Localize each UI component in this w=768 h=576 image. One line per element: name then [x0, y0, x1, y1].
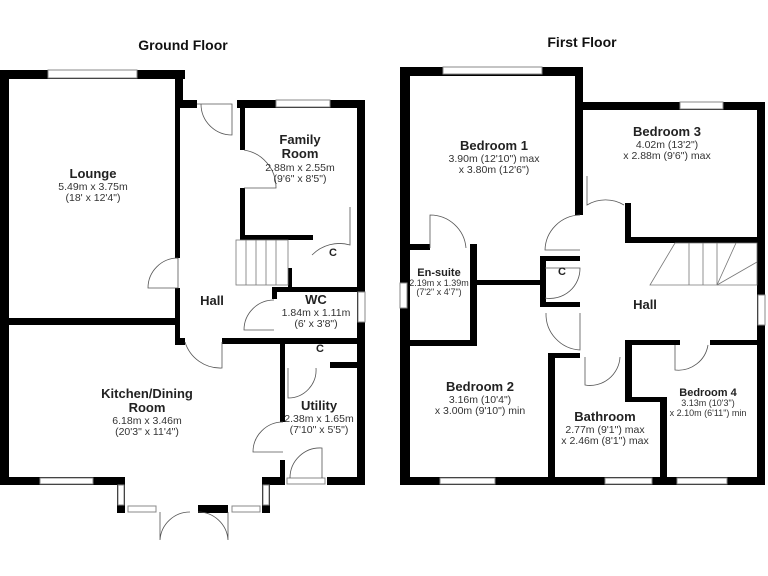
room-dimensions-imperial: (9'6" x 8'5") — [274, 173, 327, 185]
room-dimensions: 2.19m x 1.39m — [409, 278, 469, 288]
room-name: Bathroom — [574, 409, 635, 424]
room-name: Family — [279, 132, 321, 147]
ground-floor-windows — [39, 69, 366, 513]
room-wc: WC 1.84m x 1.11m (6' x 3'8") — [282, 292, 351, 330]
room-hall: Hall — [200, 293, 224, 308]
room-name-line2: Room — [282, 146, 319, 161]
ground-floor-title: Ground Floor — [138, 37, 228, 53]
room-dimensions: 3.13m (10'3") — [681, 398, 734, 408]
room-dimensions-imperial: x 3.80m (12'6") — [459, 164, 530, 176]
room-utility: Utility 2.38m x 1.65m (7'10" x 5'5") — [284, 398, 354, 436]
room-kitchen-dining: Kitchen/Dining Room 6.18m x 3.46m (20'3"… — [101, 386, 193, 438]
room-dimensions: 3.90m (12'10") max — [449, 153, 541, 165]
ground-floor-stairs — [235, 239, 289, 286]
room-dimensions-imperial: (18' x 12'4") — [65, 192, 120, 204]
room-dimensions-imperial: x 2.88m (9'6") max — [623, 150, 711, 162]
room-dimensions-imperial: (7'2" x 4'7") — [416, 287, 461, 297]
room-dimensions: 2.77m (9'1") max — [565, 424, 645, 436]
room-name: Kitchen/Dining — [101, 386, 193, 401]
room-dimensions-imperial: x 2.10m (6'11") min — [670, 408, 747, 418]
room-name: Utility — [301, 398, 338, 413]
room-bedroom-4: Bedroom 4 3.13m (10'3") x 2.10m (6'11") … — [670, 387, 747, 418]
room-dimensions: 2.38m x 1.65m — [284, 413, 354, 425]
room-name: Bedroom 2 — [446, 379, 514, 394]
cupboard-label: C — [329, 247, 337, 259]
ground-floor-doors — [147, 103, 351, 541]
room-name: Bedroom 4 — [679, 387, 737, 399]
room-dimensions-imperial: x 2.46m (8'1") max — [561, 435, 649, 447]
room-family-room: Family Room 2.88m x 2.55m (9'6" x 8'5") — [265, 132, 335, 185]
room-dimensions-imperial: (6' x 3'8") — [294, 318, 337, 330]
room-name: Bedroom 1 — [460, 138, 528, 153]
room-dimensions-imperial: (7'10" x 5'5") — [290, 424, 349, 436]
room-name: En-suite — [417, 267, 460, 279]
room-lounge: Lounge 5.49m x 3.75m (18' x 12'4") — [58, 166, 128, 204]
room-dimensions: 4.02m (13'2") — [636, 139, 698, 151]
room-dimensions-imperial: x 3.00m (9'10") min — [435, 405, 526, 417]
room-en-suite: En-suite 2.19m x 1.39m (7'2" x 4'7") — [409, 267, 469, 297]
first-floor: First Floor — [399, 34, 766, 485]
first-floor-doors — [429, 176, 709, 386]
room-dimensions: 6.18m x 3.46m — [112, 415, 182, 427]
room-dimensions: 3.16m (10'4") — [449, 394, 511, 406]
room-bedroom-3: Bedroom 3 4.02m (13'2") x 2.88m (9'6") m… — [623, 124, 711, 162]
ground-floor: Ground Floor — [0, 37, 366, 541]
room-dimensions: 5.49m x 3.75m — [58, 181, 128, 193]
cupboard-label: C — [558, 266, 566, 278]
room-bedroom-1: Bedroom 1 3.90m (12'10") max x 3.80m (12… — [449, 138, 541, 176]
room-bathroom: Bathroom 2.77m (9'1") max x 2.46m (8'1")… — [561, 409, 649, 447]
room-dimensions: 2.88m x 2.55m — [265, 162, 335, 174]
room-name: Bedroom 3 — [633, 124, 701, 139]
room-dimensions-imperial: (20'3" x 11'4") — [115, 426, 179, 438]
room-name: Lounge — [70, 166, 117, 181]
room-name-line2: Room — [129, 400, 166, 415]
room-bedroom-2: Bedroom 2 3.16m (10'4") x 3.00m (9'10") … — [435, 379, 526, 417]
room-dimensions: 1.84m x 1.11m — [282, 307, 351, 319]
cupboard-label: C — [316, 343, 324, 355]
first-floor-title: First Floor — [547, 34, 617, 50]
room-name: WC — [305, 292, 327, 307]
first-floor-windows — [399, 66, 766, 485]
first-floor-stairs — [649, 242, 758, 286]
room-hall: Hall — [633, 297, 657, 312]
